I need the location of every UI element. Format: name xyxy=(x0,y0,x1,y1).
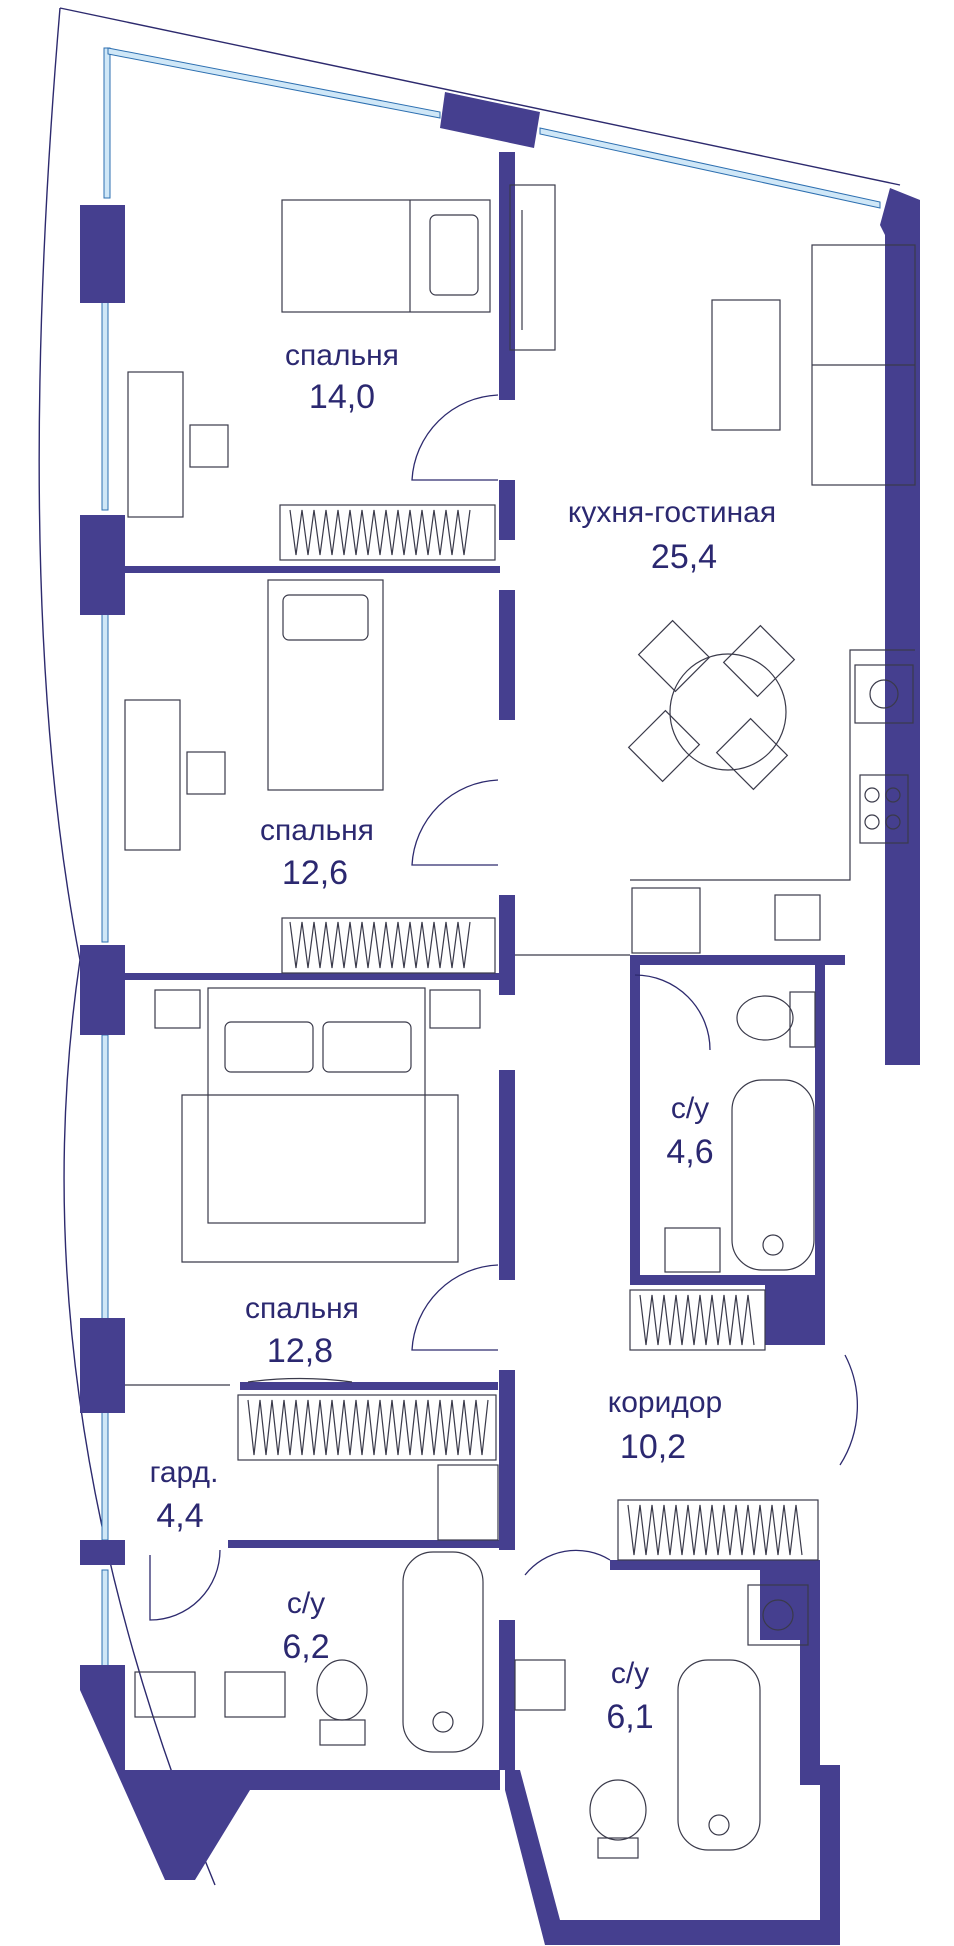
svg-text:12,8: 12,8 xyxy=(267,1332,333,1370)
svg-text:кухня-гостиная: кухня-гостиная xyxy=(568,496,776,529)
svg-text:коридор: коридор xyxy=(608,1386,722,1419)
svg-text:14,0: 14,0 xyxy=(309,378,375,416)
furniture xyxy=(124,184,916,1859)
label-kitchen-living: кухня-гостиная 25,4 xyxy=(568,496,776,576)
doors xyxy=(149,394,858,1621)
svg-text:спальня: спальня xyxy=(285,339,399,372)
svg-text:4,6: 4,6 xyxy=(666,1133,713,1171)
label-bathroom-1: с/у 4,6 xyxy=(666,1092,713,1171)
svg-text:4,4: 4,4 xyxy=(156,1497,203,1535)
svg-text:гард.: гард. xyxy=(150,1456,219,1489)
glazing xyxy=(101,47,881,1671)
svg-text:6,2: 6,2 xyxy=(282,1628,329,1666)
room-labels: спальня 14,0 кухня-гостиная 25,4 спальня… xyxy=(150,339,777,1736)
label-bedroom-1: спальня 14,0 xyxy=(285,339,399,416)
label-corridor: коридор 10,2 xyxy=(608,1386,722,1466)
svg-text:с/у: с/у xyxy=(287,1587,325,1620)
label-bathroom-2: с/у 6,2 xyxy=(282,1587,329,1666)
label-wardrobe: гард. 4,4 xyxy=(150,1456,219,1535)
svg-text:с/у: с/у xyxy=(611,1657,649,1690)
label-bedroom-3: спальня 12,8 xyxy=(245,1292,359,1370)
svg-text:25,4: 25,4 xyxy=(651,538,717,576)
svg-text:с/у: с/у xyxy=(671,1092,709,1125)
label-bathroom-3: с/у 6,1 xyxy=(606,1657,653,1736)
svg-text:спальня: спальня xyxy=(245,1292,359,1325)
label-bedroom-2: спальня 12,6 xyxy=(260,814,374,892)
svg-text:10,2: 10,2 xyxy=(620,1428,686,1466)
walls xyxy=(80,92,920,1945)
svg-text:6,1: 6,1 xyxy=(606,1698,653,1736)
svg-text:12,6: 12,6 xyxy=(282,854,348,892)
svg-text:спальня: спальня xyxy=(260,814,374,847)
